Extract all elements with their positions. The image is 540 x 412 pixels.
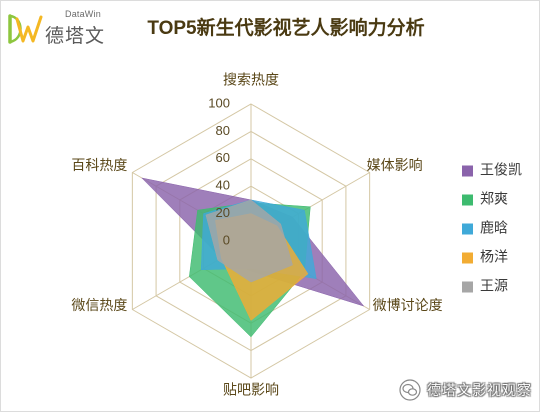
axis-label: 贴吧影响: [223, 382, 279, 398]
legend-swatch: [462, 223, 473, 235]
radar-series-area: [205, 199, 293, 283]
radial-tick-label: 0: [223, 232, 230, 247]
legend-label: 王源: [480, 278, 508, 294]
chart-title: TOP5新生代影视艺人影响力分析: [147, 18, 425, 39]
logo-wordmark: 德塔文: [45, 26, 106, 47]
axis-label: 百科热度: [71, 157, 127, 173]
legend-label: 王俊凯: [480, 162, 522, 178]
legend-swatch: [462, 252, 473, 264]
datawin-logo-icon: [8, 14, 43, 44]
axis-label: 微博讨论度: [373, 297, 443, 313]
legend-label: 鹿晗: [480, 220, 508, 236]
radial-ticks: 0 20 40 60 80 100: [208, 95, 230, 247]
radar-series-group: [141, 177, 365, 338]
watermark-text: 德塔文影视观察: [427, 382, 532, 398]
radial-tick-label: 60: [216, 150, 230, 165]
legend-item: 王俊凯: [462, 162, 522, 178]
legend-swatch: [462, 194, 473, 206]
logo-wordmark-small: DataWin: [65, 9, 101, 19]
legend-item: 杨洋: [462, 249, 508, 265]
brand-logo: DataWin 德塔文: [7, 9, 117, 49]
watermark: 德塔文影视观察: [399, 378, 532, 402]
radial-tick-label: 80: [216, 123, 230, 138]
radial-tick-label: 20: [216, 205, 230, 220]
radial-tick-label: 100: [208, 95, 230, 110]
axis-label: 微信热度: [71, 297, 127, 313]
legend-swatch: [462, 165, 473, 177]
legend-label: 杨洋: [480, 249, 508, 265]
wechat-icon: [399, 379, 421, 401]
legend-item: 王源: [462, 278, 508, 294]
axis-label: 搜索热度: [223, 72, 279, 88]
axis-label: 媒体影响: [367, 157, 423, 173]
legend-item: 郑爽: [462, 191, 508, 207]
legend-swatch: [462, 281, 473, 293]
radial-tick-label: 40: [216, 178, 230, 193]
legend-item: 鹿晗: [462, 220, 508, 236]
legend-label: 郑爽: [480, 191, 508, 207]
